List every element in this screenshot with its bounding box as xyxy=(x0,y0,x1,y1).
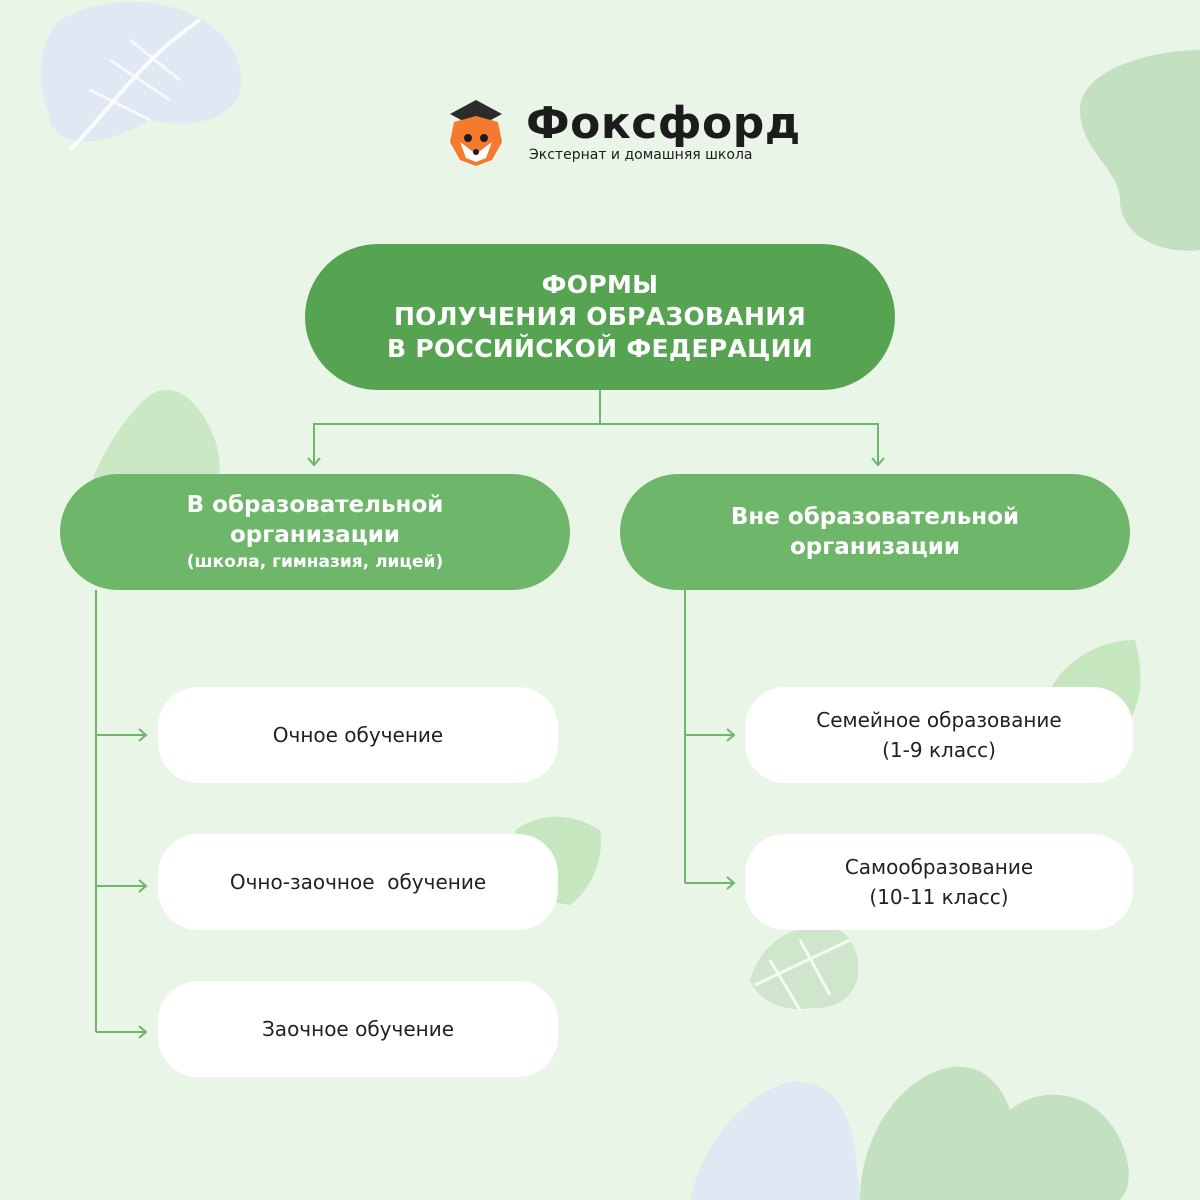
leaf-top-left xyxy=(40,1,242,152)
leaf-node-family-education: Семейное образование (1-9 класс) xyxy=(745,687,1133,783)
leaf-top-right xyxy=(1080,50,1200,251)
root-node-line-1: ФОРМЫ xyxy=(541,270,659,299)
leaf-label: Заочное обучение xyxy=(261,1017,454,1041)
leaf-node-distance: Заочное обучение xyxy=(158,981,558,1077)
leaf-label: Очное обучение xyxy=(272,723,444,747)
leaf-sublabel: (10-11 класс) xyxy=(869,885,1009,909)
root-node-line-3: В РОССИЙСКОЙ ФЕДЕРАЦИИ xyxy=(386,334,814,363)
branch-node-in-organization: В образовательной организации (школа, ги… xyxy=(60,474,570,590)
leaf-center-bottom xyxy=(750,925,859,1011)
brand-logo: Фоксфорд Экстернат и домашняя школа xyxy=(446,98,800,170)
leaf-label: Семейное образование xyxy=(816,708,1062,732)
fox-mascot-icon xyxy=(450,100,502,166)
leaf-bottom-center xyxy=(690,1081,860,1200)
leaf-bottom-right xyxy=(860,1066,1129,1200)
connector-left-item-3 xyxy=(96,1025,148,1039)
connector-root-to-branches xyxy=(313,390,879,464)
connector-left-item-2 xyxy=(96,879,148,893)
arrowhead-right-branch xyxy=(871,457,885,467)
leaf-label: Очно-заочное обучение xyxy=(229,870,487,894)
brand-tagline: Экстернат и домашняя школа xyxy=(529,147,753,163)
connector-left-item-1 xyxy=(96,728,148,742)
leaf-sublabel: (1-9 класс) xyxy=(882,738,996,762)
arrowhead-left-branch xyxy=(307,457,321,467)
connector-right-item-2 xyxy=(685,876,736,890)
branch-left-note: (школа, гимназия, лицей) xyxy=(186,552,444,572)
branch-left-line-2: организации xyxy=(230,522,400,548)
branch-node-outside-organization: Вне образовательной организации xyxy=(620,474,1130,590)
leaf-node-part-time: Очно-заочное обучение xyxy=(158,834,558,930)
leaf-node-self-education: Самообразование (10-11 класс) xyxy=(745,834,1133,930)
branch-right-line-2: организации xyxy=(790,534,960,560)
root-node: ФОРМЫ ПОЛУЧЕНИЯ ОБРАЗОВАНИЯ В РОССИЙСКОЙ… xyxy=(305,244,895,390)
leaf-label: Самообразование xyxy=(844,855,1034,879)
branch-right-line-1: Вне образовательной xyxy=(730,504,1020,530)
root-node-line-2: ПОЛУЧЕНИЯ ОБРАЗОВАНИЯ xyxy=(393,302,807,331)
branch-left-line-1: В образовательной xyxy=(186,492,444,518)
leaf-node-full-time: Очное обучение xyxy=(158,687,558,783)
connector-right-item-1 xyxy=(685,728,736,742)
brand-name: Фоксфорд xyxy=(526,98,801,149)
